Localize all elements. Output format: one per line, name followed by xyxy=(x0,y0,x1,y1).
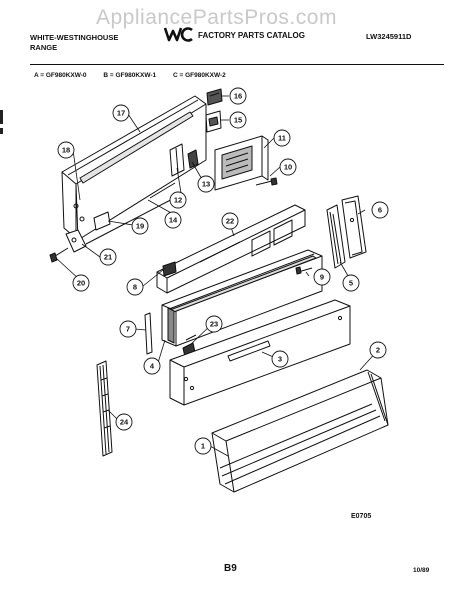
callout-7-circle xyxy=(119,320,137,338)
callout-8: 8 xyxy=(133,283,137,292)
scan-mark xyxy=(0,128,3,134)
side-trim-part xyxy=(96,360,113,457)
screw-part xyxy=(255,177,278,186)
callout-15-circle xyxy=(229,111,247,129)
callout-3-circle xyxy=(271,350,289,368)
callout-2-circle xyxy=(369,341,387,359)
model-a: A = GF980KXW-0 xyxy=(34,72,87,79)
callout-6-circle xyxy=(371,201,389,219)
callout-22-circle xyxy=(221,212,239,230)
callout-21-circle xyxy=(99,248,117,266)
callout-4-circle xyxy=(143,357,161,375)
callout-17: 17 xyxy=(117,109,125,118)
callout-1: 1 xyxy=(201,442,205,451)
header-divider xyxy=(30,64,444,65)
callout-6: 6 xyxy=(378,206,382,215)
model-list: A = GF980KXW-0 B = GF980KXW-1 C = GF980K… xyxy=(34,72,241,79)
callout-11-circle xyxy=(273,129,291,147)
lower-trim-part xyxy=(211,369,389,493)
bracket-small-part xyxy=(93,211,111,231)
callout-18: 18 xyxy=(62,146,70,155)
front-panel-part xyxy=(169,299,351,406)
brand-name: WHITE-WESTINGHOUSE xyxy=(30,33,119,42)
callout-20: 20 xyxy=(77,279,85,288)
end-trim-part xyxy=(326,204,346,269)
callout-19-circle xyxy=(131,217,149,235)
watermark-text: AppliancePartsPros.com xyxy=(96,6,337,29)
callout-5: 5 xyxy=(349,279,353,288)
model-c: C = GF980KXW-2 xyxy=(172,72,226,79)
product-type: RANGE xyxy=(30,43,58,52)
rear-panel-part xyxy=(61,95,207,241)
callout-12-circle xyxy=(169,191,187,209)
trim-strip-part xyxy=(144,312,153,355)
clip-part xyxy=(162,261,177,277)
callout-24-circle xyxy=(115,413,133,431)
switch-part xyxy=(205,110,222,133)
callout-24: 24 xyxy=(120,418,129,427)
callout-10-circle xyxy=(279,158,297,176)
callout-14-circle xyxy=(164,211,182,229)
callout-20-circle xyxy=(72,274,90,292)
callout-9: 9 xyxy=(320,273,324,282)
bracket-part xyxy=(169,143,199,177)
callout-18-circle xyxy=(57,141,75,159)
callout-7: 7 xyxy=(126,325,130,334)
callout-2: 2 xyxy=(376,346,380,355)
callout-10: 10 xyxy=(284,163,292,172)
glass-panel-part xyxy=(161,249,323,347)
callout-13-circle xyxy=(197,175,215,193)
brand-block: WHITE-WESTINGHOUSE RANGE xyxy=(30,33,118,53)
knob-part xyxy=(206,88,223,106)
callout-8-circle xyxy=(126,278,144,296)
callout-4: 4 xyxy=(150,362,155,371)
callout-17-circle xyxy=(112,104,130,122)
callout-5-circle xyxy=(342,274,360,292)
callout-11: 11 xyxy=(278,134,286,143)
scan-mark xyxy=(0,110,3,124)
page-number: B9 xyxy=(224,563,237,574)
revision-date: 10/89 xyxy=(413,567,430,574)
callout-23-circle xyxy=(205,315,223,333)
screw-head xyxy=(295,266,302,275)
callout-22: 22 xyxy=(226,217,234,226)
wci-logo-icon xyxy=(163,27,193,42)
callout-23: 23 xyxy=(210,320,218,329)
callout-3: 3 xyxy=(278,355,282,364)
callout-12: 12 xyxy=(174,196,182,205)
end-cap-part xyxy=(341,195,367,259)
callout-9-circle xyxy=(313,268,331,286)
callout-21: 21 xyxy=(104,253,112,262)
callout-19: 19 xyxy=(136,222,144,231)
clock-module-part xyxy=(214,135,269,191)
model-b: B = GF980KXW-1 xyxy=(103,72,157,79)
document-number: LW3245911D xyxy=(366,32,412,41)
callout-14: 14 xyxy=(169,216,178,225)
callout-16-circle xyxy=(229,87,247,105)
bolt-part xyxy=(49,247,69,263)
callout-16: 16 xyxy=(234,92,242,101)
callout-15: 15 xyxy=(234,116,242,125)
hinge-part xyxy=(65,229,87,253)
callout-1-circle xyxy=(194,437,212,455)
callout-13: 13 xyxy=(202,180,210,189)
rod-part xyxy=(85,193,183,245)
catalog-title: FACTORY PARTS CATALOG xyxy=(198,31,305,40)
figure-reference: E0705 xyxy=(351,513,372,520)
